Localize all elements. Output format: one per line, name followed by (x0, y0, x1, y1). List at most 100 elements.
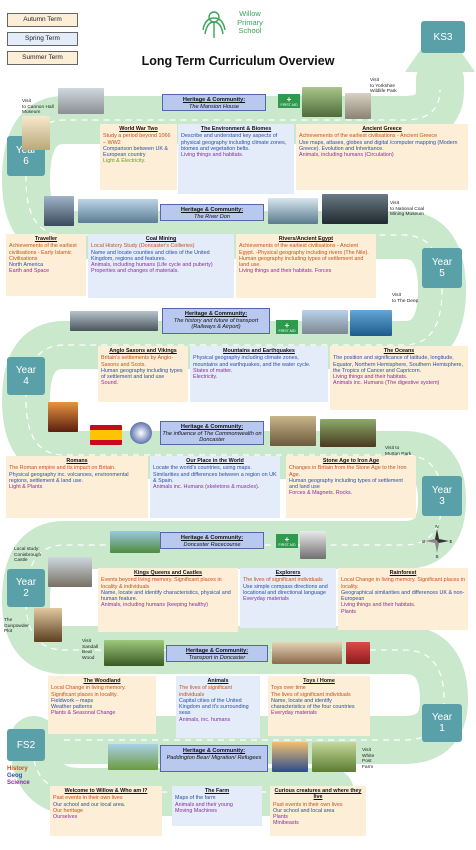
topic-line: Britain's settlements by Anglo-Saxons an… (101, 355, 174, 368)
topic-line: Plants & Seasonal Change (51, 710, 116, 717)
stage-ks3: KS3 (421, 21, 465, 53)
explorers-image (272, 642, 342, 664)
topic-line: Our school and our local area. (53, 801, 126, 808)
topic-title: Curious creatures and where they live (274, 788, 362, 801)
topic-line: Human geography including types of settl… (289, 477, 403, 491)
waterfall-image (268, 198, 318, 224)
first-aid-icon: FIRST AID (276, 534, 298, 548)
racecourse-image (110, 531, 160, 553)
topic-line: Living things and habitats. (181, 152, 244, 159)
topic-line: Use simple compass directions and locati… (243, 583, 328, 596)
topic-line: Human geography including types of settl… (101, 367, 183, 381)
topic-title: Coal Mining (145, 236, 177, 242)
stage-year4: Year 4 (7, 357, 45, 395)
topic-line: Everyday materials (243, 596, 289, 603)
topic-line: Electricity. (193, 374, 218, 381)
topic-card-fs2-1: Welcome to Willow & Who am I?Past events… (50, 786, 162, 836)
visit-the-deep: Visit to The Deep (392, 293, 419, 304)
heritage-racecourse: Heritage & Community:Doncaster Racecours… (160, 532, 264, 549)
topic-line: Light & Plants (9, 484, 43, 491)
wildlife-image (302, 87, 342, 117)
topic-line: The position and significance of latitud… (333, 355, 464, 374)
topic-line: Earth and Space (9, 268, 50, 275)
topic-line: Light & Electricity. (103, 158, 146, 165)
topic-title: Rivers/Ancient Egypt (278, 236, 334, 242)
legend-spring: Spring Term (7, 32, 78, 46)
topic-line: Local Change in living memory. Significa… (341, 577, 465, 590)
railway-image (70, 311, 158, 331)
heritage-river-don: Heritage & Community:The River Don (160, 204, 264, 221)
compass-icon: N E S W (422, 524, 452, 558)
topic-line: Significant places in locality. (51, 691, 118, 698)
farm-image (108, 744, 158, 770)
logo-line3: School (238, 26, 262, 35)
topic-line: Weather patterns (51, 704, 93, 711)
topic-line: Past events in their own lives (53, 795, 123, 802)
topic-line: Moving Machines (175, 807, 217, 814)
topic-title: Rainforest (389, 570, 417, 576)
stage-year1: Year 1 (422, 704, 462, 742)
river-image (44, 196, 74, 226)
castle-image (48, 557, 92, 587)
topic-line: Physical geography including climate zon… (193, 355, 311, 368)
topic-line: Similarities and differences between a r… (153, 471, 277, 484)
legend-autumn: Autumn Term (7, 13, 78, 27)
subject-key: History Geog Science (7, 766, 30, 787)
topic-title: The Oceans (383, 348, 415, 354)
topic-line: The lives of significant individuals (179, 685, 233, 698)
topic-title: Traveller (34, 236, 58, 242)
creatures-image (312, 742, 356, 772)
topic-title: The Woodland (83, 678, 121, 684)
topic-title: Explorers (275, 570, 301, 576)
topic-line: Animals, including humans (keeping healt… (101, 602, 208, 609)
topic-title: Kings Queens and Castles (133, 570, 202, 576)
topic-title: Animals (207, 678, 229, 684)
topic-line: Name and locate counties and cities of t… (91, 249, 210, 262)
heritage-paddington: Heritage & Community:Paddington Bear/ Mi… (160, 745, 268, 772)
village-image (320, 419, 376, 447)
topic-line: Animals, including humans (Life cycle an… (91, 262, 213, 269)
topic-title: Toys / Home (303, 678, 335, 684)
topic-title: World War Two (119, 126, 158, 132)
topic-line: North America (9, 262, 44, 269)
heritage-commonwealth: Heritage & Community:The influence of Th… (160, 421, 264, 445)
first-aid-icon: FIRST AID (276, 320, 298, 334)
topic-title: Stone Age to Iron Age (322, 458, 380, 464)
topic-title: Our Place in the World (186, 458, 244, 464)
topic-line: Locate the world's countries, using maps… (153, 465, 252, 472)
compass-n: N (435, 524, 438, 529)
topic-line: Sound. (101, 380, 119, 387)
stage-year5: Year 5 (422, 248, 462, 288)
topic-line: Comparison between UK & European country (103, 145, 169, 159)
topic-line: The lives of significant individuals (243, 577, 323, 584)
topic-line: Fieldwork – maps (51, 697, 94, 704)
topic-line: Minibeasts (273, 820, 299, 827)
bus-image (346, 642, 370, 664)
topic-line: Use maps, atlases, globes and digital /c… (299, 139, 458, 152)
visit-sandall-beat-wood: Visit Sandall Beat Wood (82, 639, 99, 661)
topic-line: Achievements of the earliest civilisatio… (239, 243, 369, 269)
heritage-mansion-house: Heritage & Community:The Mansion House (162, 94, 266, 111)
page-title: Long Term Curriculum Overview (141, 54, 335, 68)
topic-line: Maps of the farm (175, 795, 216, 802)
topic-line: Everyday materials (271, 710, 317, 717)
topic-line: Physical geography inc. volcanoes, envir… (9, 471, 129, 484)
topic-title: Anglo Saxons and Vikings (109, 348, 177, 354)
mountain-image (302, 310, 348, 334)
topic-line: Name, locate and identify characteristic… (271, 697, 355, 711)
topic-line: Describe and understand key aspects of p… (181, 133, 287, 152)
visit-white-post-farm: Visit White Post Farm (362, 748, 375, 770)
visit-yorkshire-wildlife: Visit to Yorkshire Wildlife Park (370, 78, 397, 95)
topic-line: Animals, inc. humans (179, 716, 231, 723)
hidden-figures-image (22, 116, 50, 150)
